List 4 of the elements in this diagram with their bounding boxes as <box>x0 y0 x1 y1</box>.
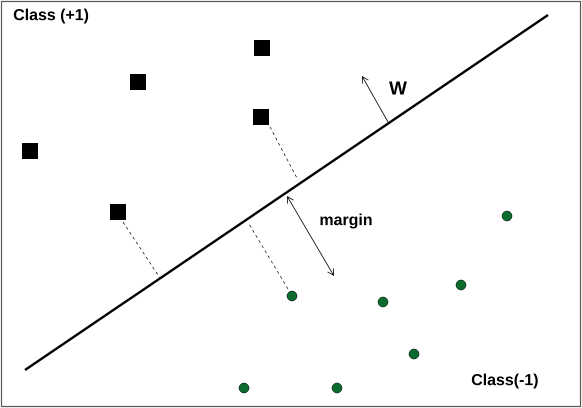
margin-label: margin <box>320 214 372 228</box>
class-label: Class(-1) <box>472 374 538 388</box>
class-label: Class (+1) <box>14 8 88 24</box>
vector-label: W <box>389 82 407 95</box>
